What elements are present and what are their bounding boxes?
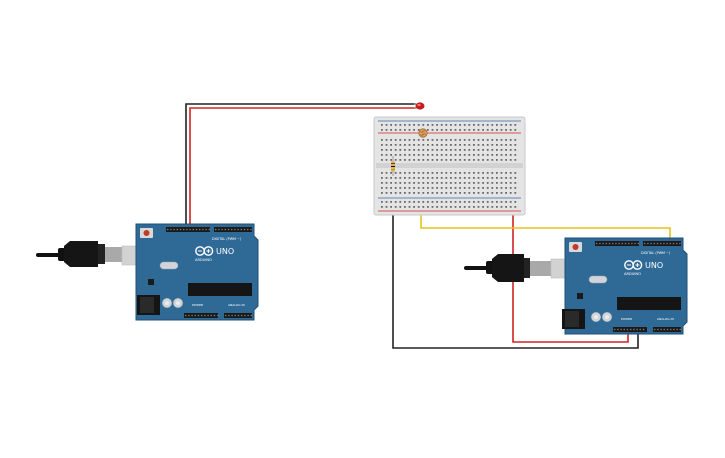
arduino-model-text: UNO	[216, 247, 234, 256]
breadboard-holes	[381, 124, 517, 208]
arduino-board-left[interactable]: DIGITAL (PWM ~) ARDUINO UNO POWER ANALOG…	[135, 223, 259, 321]
arduino-brand-text: ARDUINO	[195, 258, 212, 262]
arduino-model-text: UNO	[645, 261, 663, 270]
wire-led-cathode[interactable]	[185, 103, 416, 228]
digital-pins-label: DIGITAL (PWM ~)	[641, 251, 671, 255]
arduino-logo	[624, 260, 643, 270]
photoresistor[interactable]	[418, 128, 428, 138]
arduino-logo	[195, 246, 214, 256]
breadboard[interactable]	[373, 116, 526, 216]
usb-cable-right[interactable]	[464, 254, 582, 282]
power-pins-label: POWER	[621, 317, 632, 321]
power-pins-label: POWER	[192, 303, 203, 307]
digital-pins-label: DIGITAL (PWM ~)	[212, 237, 242, 241]
usb-cable-left[interactable]	[36, 241, 153, 267]
arduino-brand-text: ARDUINO	[624, 272, 641, 276]
wire-led-anode[interactable]	[189, 107, 416, 228]
led[interactable]	[414, 102, 425, 110]
analog-pins-label: ANALOG IN	[228, 303, 245, 307]
resistor[interactable]	[391, 156, 395, 176]
wire-ground-black[interactable]	[392, 172, 639, 349]
arduino-board-right[interactable]: DIGITAL (PWM ~) ARDUINO UNO POWER ANALOG…	[562, 237, 688, 335]
analog-pins-label: ANALOG IN	[657, 317, 674, 321]
